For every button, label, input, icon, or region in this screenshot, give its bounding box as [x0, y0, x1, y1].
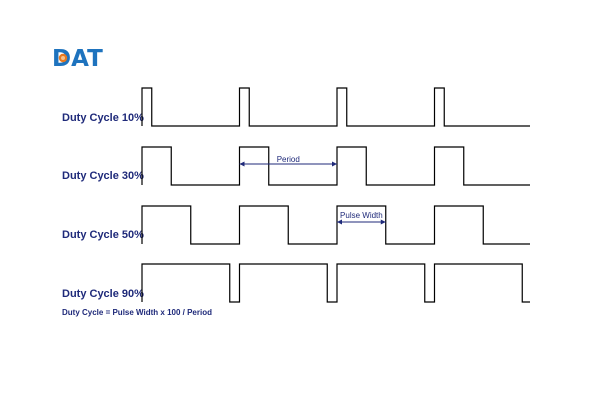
waveform-50 — [141, 205, 530, 245]
pulse-width-label: Pulse Width — [340, 211, 383, 220]
pulse-width-arrow-right-icon — [380, 219, 386, 225]
period-label: Period — [277, 155, 300, 164]
logo-circle-icon — [58, 53, 68, 63]
dat-logo: DAT — [52, 46, 103, 72]
period-arrow-right-icon — [332, 161, 337, 167]
pulse-width-annotation: Pulse Width — [337, 211, 386, 225]
row-label-90: Duty Cycle 90% — [62, 288, 144, 300]
waveform-30 — [141, 146, 530, 186]
row-label-30: Duty Cycle 30% — [62, 170, 144, 182]
pulse-width-arrow-left-icon — [337, 219, 342, 225]
period-arrow-left-icon — [239, 161, 245, 167]
row-label-50: Duty Cycle 50% — [62, 229, 144, 241]
waveform-90 — [141, 263, 530, 303]
row-label-10: Duty Cycle 10% — [62, 112, 144, 124]
duty-cycle-formula: Duty Cycle = Pulse Width x 100 / Period — [62, 308, 212, 317]
waveform-10 — [141, 87, 530, 127]
logo-circle-inner — [61, 56, 65, 60]
period-annotation: Period — [239, 155, 337, 167]
